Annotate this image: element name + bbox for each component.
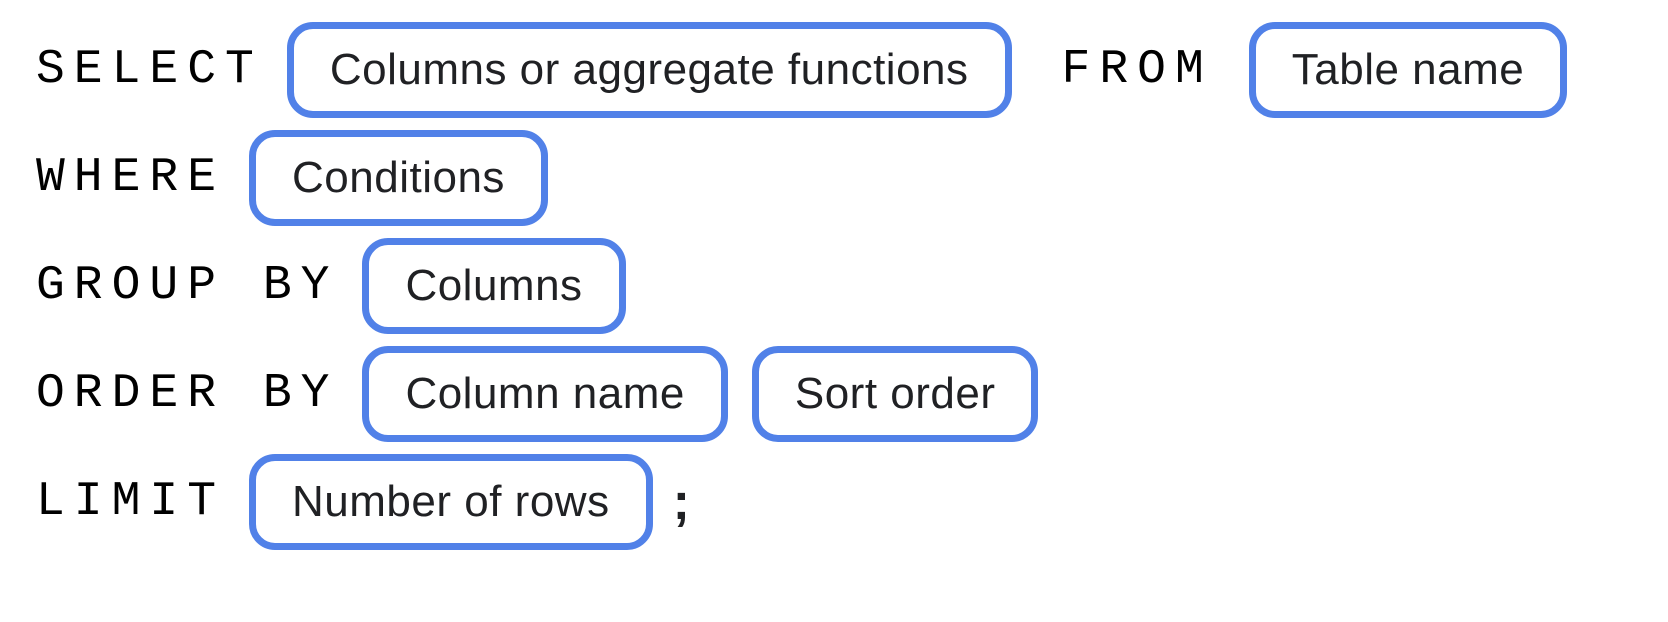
pill-sort-order: Sort order [751, 346, 1039, 442]
clause-select: SELECT Columns or aggregate functions FR… [36, 22, 1648, 118]
clause-where: WHERE Conditions [36, 130, 1648, 226]
clause-limit: LIMIT Number of rows ; [36, 454, 1648, 550]
pill-columns: Columns [362, 238, 626, 334]
pill-table-name: Table name [1248, 22, 1568, 118]
keyword-limit: LIMIT [36, 475, 226, 529]
keyword-where: WHERE [36, 151, 226, 205]
statement-terminator-semicolon: ; [672, 473, 690, 531]
keyword-order-by: ORDER BY [36, 367, 339, 421]
pill-conditions: Conditions [249, 130, 548, 226]
keyword-select: SELECT [36, 43, 263, 97]
clause-order-by: ORDER BY Column name Sort order [36, 346, 1648, 442]
pill-columns-or-aggregate-functions: Columns or aggregate functions [286, 22, 1012, 118]
pill-column-name: Column name [362, 346, 728, 442]
keyword-group-by: GROUP BY [36, 259, 339, 313]
clause-group-by: GROUP BY Columns [36, 238, 1648, 334]
keyword-from: FROM [1061, 43, 1213, 97]
pill-number-of-rows: Number of rows [249, 454, 653, 550]
